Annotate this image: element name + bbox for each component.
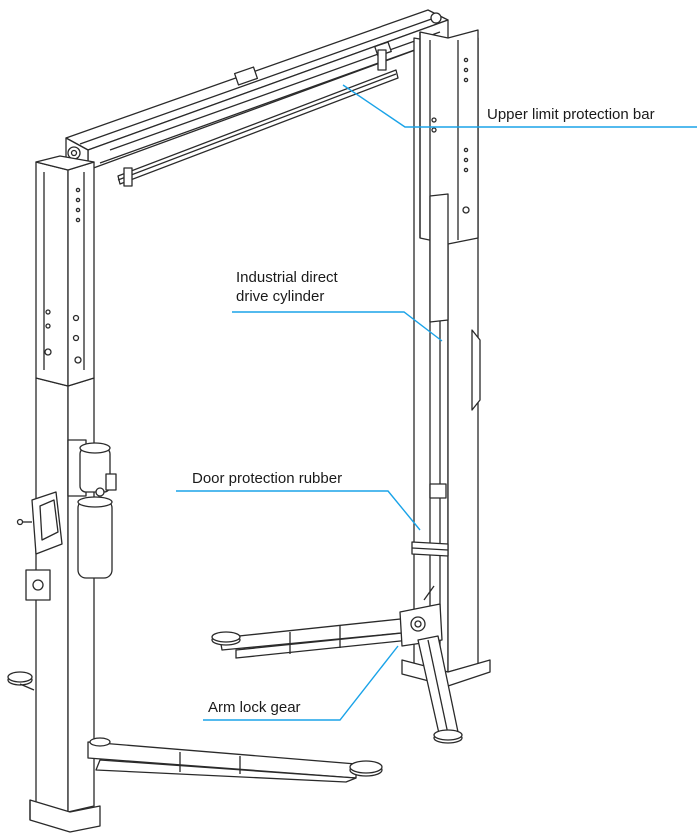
right-lift-arms	[211, 585, 463, 744]
right-column	[401, 29, 491, 687]
label-line: Arm lock gear	[208, 699, 301, 716]
label-industrial-direct-drive-cylinder: Industrial direct drive cylinder	[236, 268, 338, 306]
leader-arm-lock-gear	[203, 645, 399, 721]
leader-upper-limit-protection-bar	[342, 84, 697, 128]
upper-limit-protection-bar	[117, 49, 399, 187]
leader-door-protection-rubber	[176, 490, 421, 531]
label-line: Industrial direct	[236, 269, 338, 286]
label-upper-limit-protection-bar: Upper limit protection bar	[487, 105, 655, 124]
control-box	[16, 491, 63, 601]
left-column	[29, 155, 101, 833]
top-crossbeam	[65, 9, 449, 171]
leader-industrial-direct-drive-cylinder	[232, 311, 443, 342]
door-protection-rubber-part	[411, 483, 449, 557]
label-line: Door protection rubber	[192, 470, 343, 487]
label-line: drive cylinder	[236, 288, 325, 305]
label-door-protection-rubber: Door protection rubber	[192, 469, 342, 488]
callout-leaders	[176, 84, 697, 721]
power-unit	[67, 439, 117, 579]
label-arm-lock-gear: Arm lock gear	[208, 698, 301, 717]
label-line: Upper limit protection bar	[487, 106, 655, 123]
left-lift-arm	[7, 671, 383, 783]
